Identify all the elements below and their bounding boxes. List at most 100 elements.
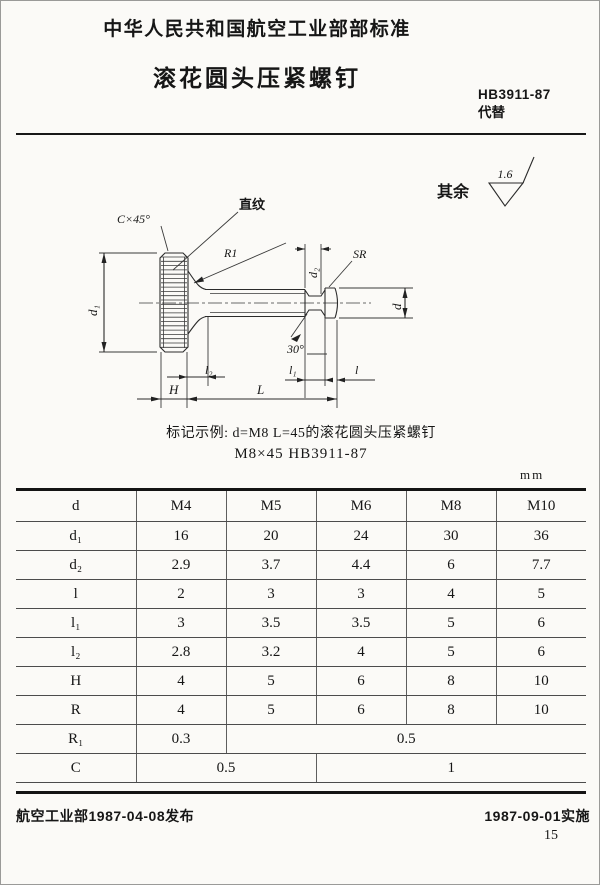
table-cell: 8 [405,695,496,725]
table-cell: 3.5 [225,608,316,638]
dim-l1: l₁ [285,363,333,383]
table-header-param: d [16,489,136,522]
table-row-label: l₁ [16,608,136,638]
table-cell: 5 [225,666,316,696]
table-row-label: H [16,666,136,696]
table-row-label: l [16,579,136,609]
screw-head [159,252,207,353]
table-cell: 24 [315,521,406,551]
label-l: l [355,363,359,377]
knurl-hatch-pattern [161,256,187,348]
label-l1: l₁ [289,363,297,377]
table-row-label: d₁ [16,521,136,551]
table-cell: 2.8 [135,637,226,667]
table-cell: 2.9 [135,550,226,580]
table-cell: 0.5 [225,724,586,754]
table-cell: 0.5 [135,753,316,783]
designation-example-line2: M8×45 HB3911-87 [234,446,368,462]
dim-H-L: H L [137,382,337,402]
table-cell: 3 [225,579,316,609]
table-cell: 5 [405,608,496,638]
table-cell: 4.4 [315,550,406,580]
table-row-label: R [16,695,136,725]
label-r1: R1 [223,246,237,260]
label-sr: SR [353,247,367,261]
table-cell: 7.7 [495,550,586,580]
table-header-size: M10 [495,489,586,522]
table-cell: 2 [135,579,226,609]
table-header-size: M6 [315,489,406,522]
table-cell: 3.5 [315,608,406,638]
table-cell: 8 [405,666,496,696]
table-cell: 6 [315,666,406,696]
table-cell: 10 [495,695,586,725]
footer-effective: 1987-09-01实施 [484,808,590,824]
replaces-label: 代替 [478,105,505,120]
standard-number: HB3911-87 [478,87,551,102]
table-cell: 5 [495,579,586,609]
page-number: 15 [544,828,558,843]
label-L: L [256,382,264,397]
label-chamfer: C×45° [117,212,150,226]
table-row-label: C [16,753,136,783]
label-angle: 30° [286,342,304,356]
callout-fillet-radius: R1 [193,242,287,284]
page-title: 滚花圆头压紧螺钉 [153,65,361,91]
table-cell: 1 [315,753,586,783]
roughness-symbol-icon [487,156,535,207]
table-cell: 0.3 [135,724,226,754]
label-knurl-type: 直纹 [239,197,266,212]
table-cell: 4 [135,666,226,696]
roughness-prefix-label: 其余 [437,182,470,201]
callout-knurl: 直纹 [172,197,266,271]
table-cell: 20 [225,521,316,551]
table-header-size: M4 [135,489,226,522]
table-header-size: M5 [225,489,316,522]
table-cell: 3.7 [225,550,316,580]
label-d2: d₂ [306,268,320,278]
callout-sphere-radius: SR [328,247,367,288]
roughness-value: 1.6 [498,167,513,181]
table-cell: 16 [135,521,226,551]
table-cell: 4 [405,579,496,609]
table-row-label: d₂ [16,550,136,580]
table-cell: 3.2 [225,637,316,667]
dim-l2: l₂ [167,363,225,380]
dim-head-diameter: d₁ [85,252,157,353]
table-cell: 3 [315,579,406,609]
table-cell: 6 [315,695,406,725]
screw-tip [304,287,339,319]
label-H: H [168,382,179,397]
callout-chamfer: C×45° [117,212,169,252]
dim-l: l [337,363,375,383]
callout-neck-angle: 30° [286,313,327,356]
label-l2: l₂ [205,363,213,377]
table-cell: 10 [495,666,586,696]
extension-lines [160,317,338,408]
table-cell: 30 [405,521,496,551]
table-cell: 6 [495,608,586,638]
label-d: d [389,303,404,310]
surface-roughness-note: 其余 1.6 [437,156,535,207]
table-cell: 3 [135,608,226,638]
table-cell: 6 [495,637,586,667]
table-cell: 5 [405,637,496,667]
unit-label: mm [520,467,545,482]
table-row-label: l₂ [16,637,136,667]
footer-divider [16,791,586,794]
label-d1: d₁ [85,305,100,316]
dim-neck-diameter: d₂ [295,244,331,294]
table-header-size: M8 [405,489,496,522]
